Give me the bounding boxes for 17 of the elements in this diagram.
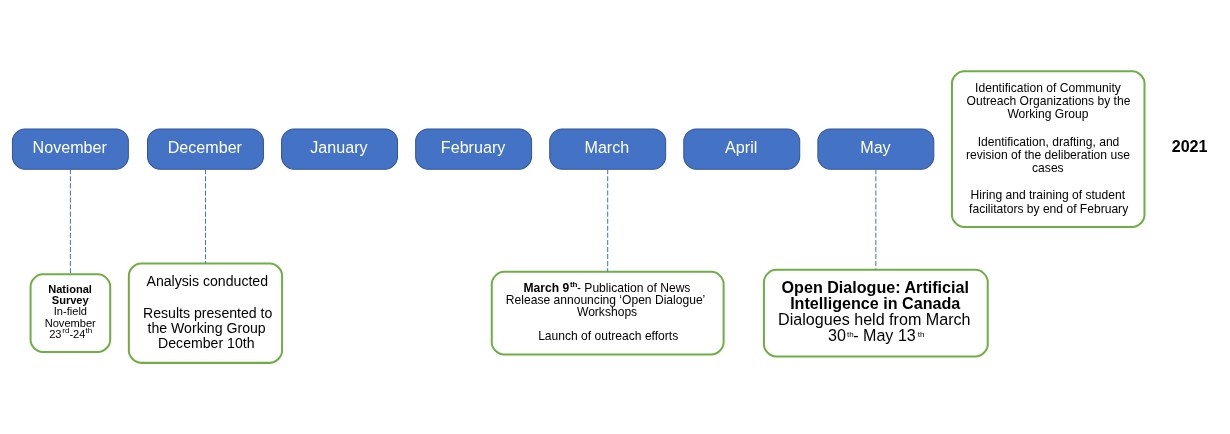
node-box: February	[415, 128, 533, 170]
connector	[204, 168, 206, 264]
node-box: Open Dialogue: Artificial Intelligence in Canada Dialogues held from March 30$^{th}$- May 13$^{th}$	[762, 268, 989, 358]
node-box: November	[11, 128, 129, 170]
node-box: January	[281, 128, 398, 170]
node-box: December	[147, 128, 264, 170]
node-box: March	[549, 128, 667, 170]
node-box: April	[683, 128, 801, 170]
node-box: March 9$^{th}$- Publication of News Release announcing ‘Open Dialogue’ Workshops Launch of outreach efforts	[490, 270, 725, 356]
label: 2021	[1171, 136, 1208, 155]
connector	[875, 168, 877, 271]
connector	[69, 168, 71, 275]
node-box: May	[817, 128, 935, 170]
node-box: National Survey In-field November 23$^{rd}$-24$^{th}$	[29, 273, 112, 353]
connector	[607, 168, 609, 273]
node-box: Analysis conducted Results presented to the Working Group December 10th	[127, 262, 284, 364]
node-box: Identification of Community Outreach Organizations by the Working Group Identification, drafting, and revision of the deliberation use cases Hiring and training of student facilitators by end of February	[950, 70, 1146, 228]
